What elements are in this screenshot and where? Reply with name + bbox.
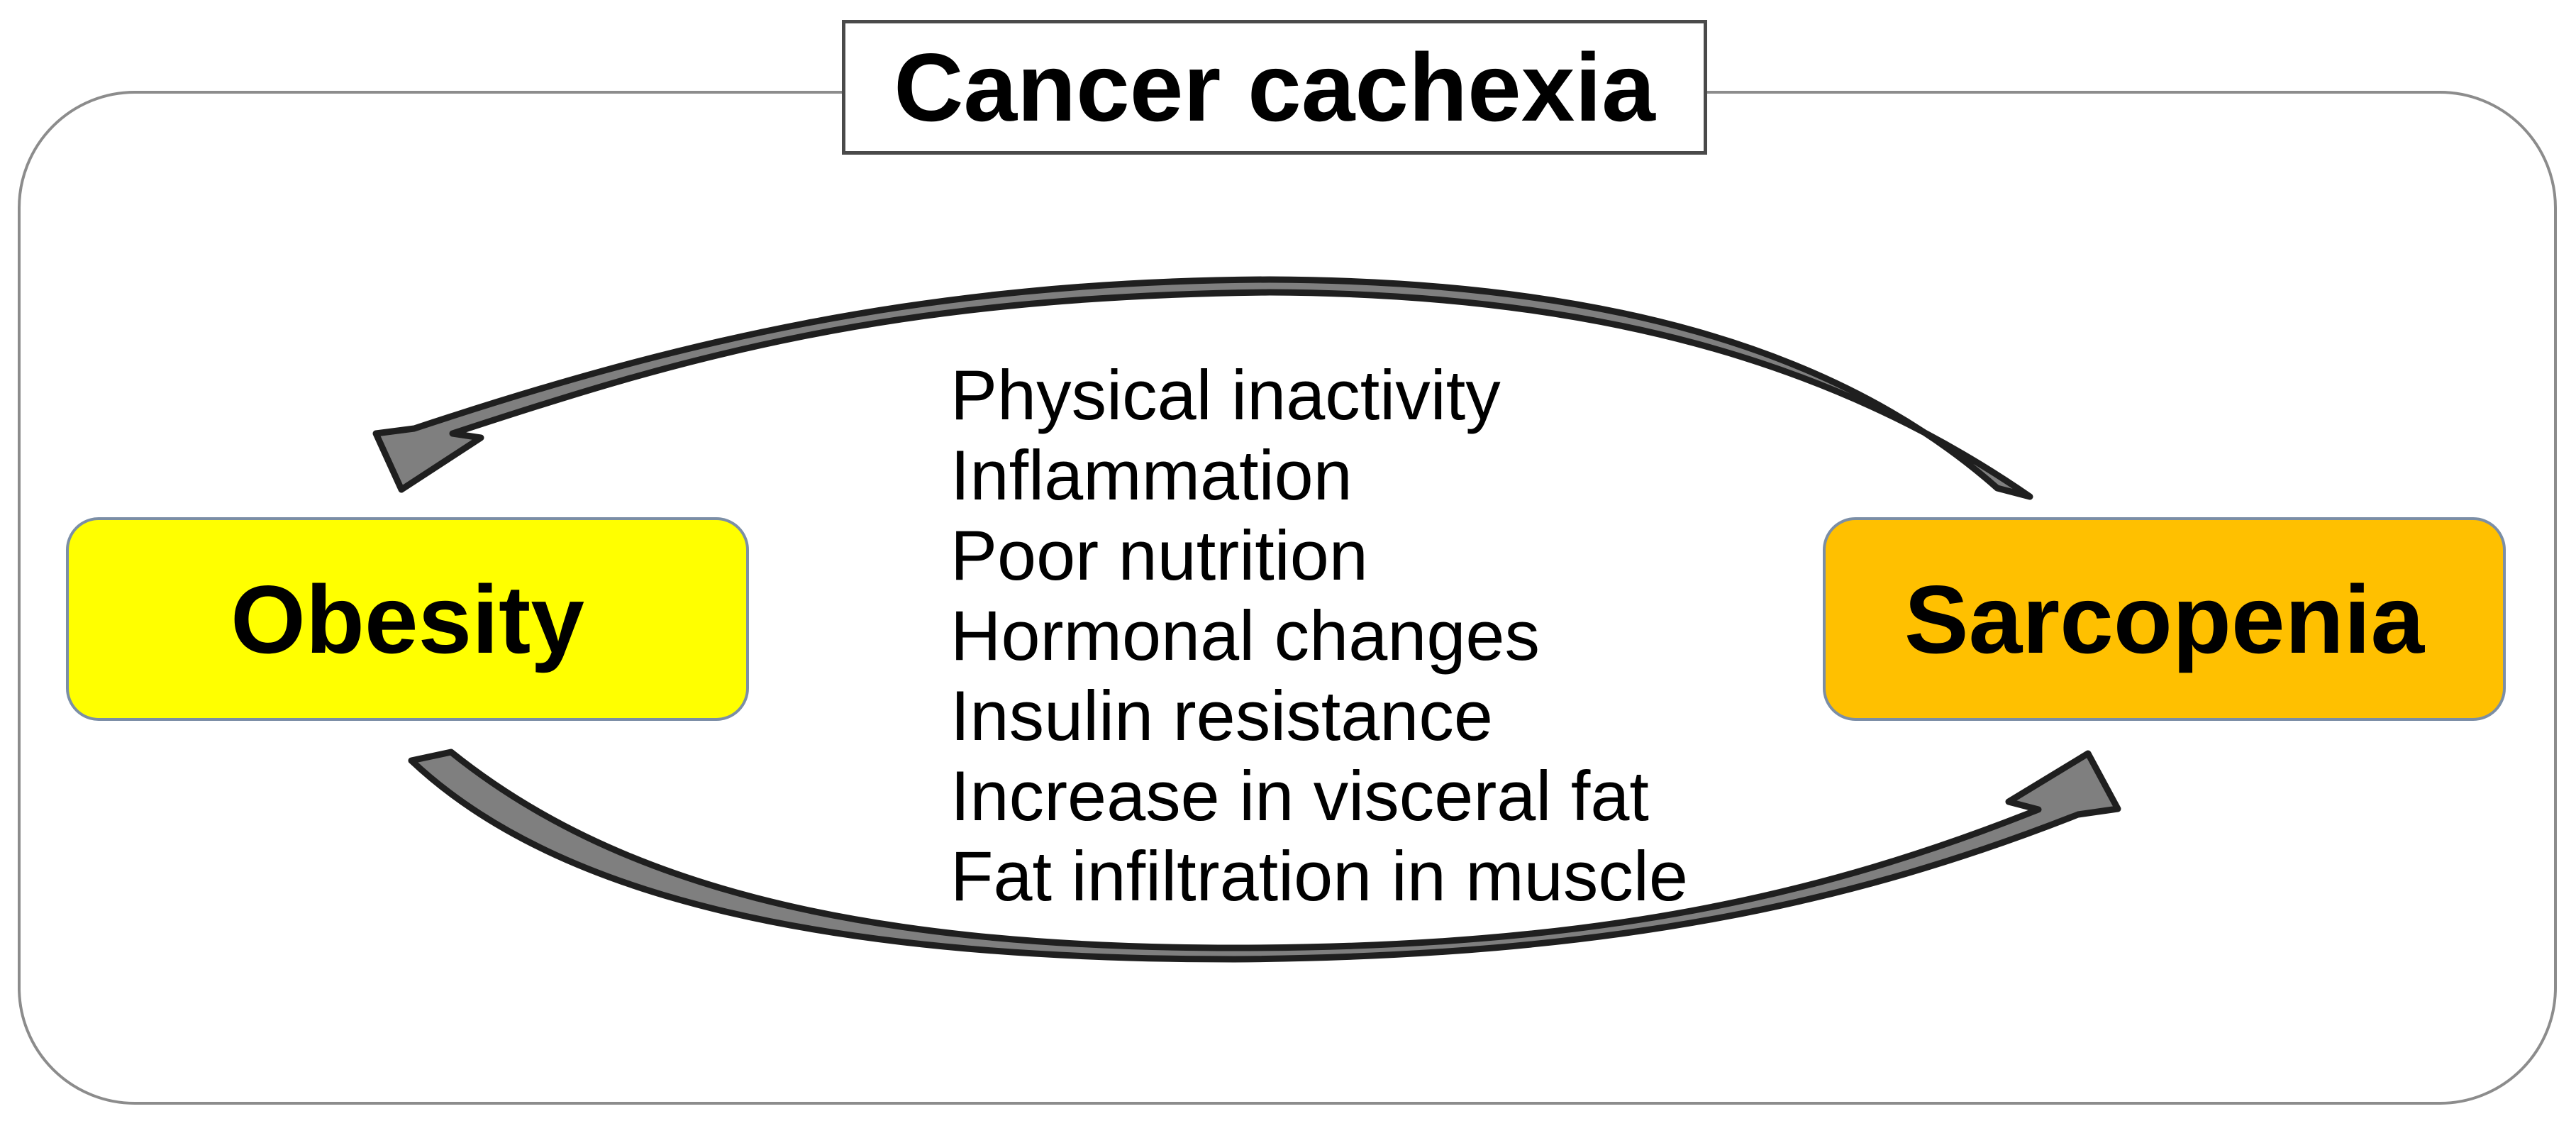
factor-item: Inflammation <box>950 436 1353 514</box>
title-box: Cancer cachexia <box>842 20 1707 155</box>
factor-item: Increase in visceral fat <box>950 756 1649 835</box>
factor-item: Fat infiltration in muscle <box>950 836 1688 915</box>
diagram-title: Cancer cachexia <box>894 33 1655 141</box>
node-sarcopenia-label: Sarcopenia <box>1904 565 2425 673</box>
factor-item: Hormonal changes <box>950 596 1540 675</box>
node-obesity-label: Obesity <box>231 565 584 673</box>
factor-item: Insulin resistance <box>950 676 1493 755</box>
factor-item: Physical inactivity <box>950 355 1501 434</box>
factor-item: Poor nutrition <box>950 516 1368 595</box>
node-obesity: Obesity <box>66 517 749 721</box>
shared-factors-list: Physical inactivity Inflammation Poor nu… <box>950 355 1688 916</box>
node-sarcopenia: Sarcopenia <box>1823 517 2506 721</box>
